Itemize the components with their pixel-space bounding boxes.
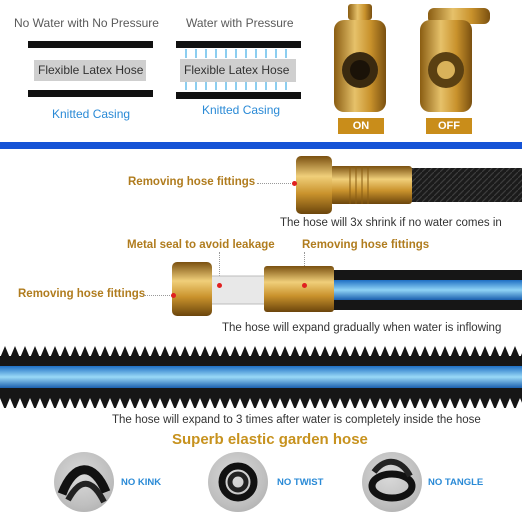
no-twist-label: NO TWIST <box>277 477 324 488</box>
no-tangle-label: NO TANGLE <box>428 477 484 488</box>
marker-dot-top <box>292 181 297 186</box>
no-twist-photo <box>208 452 268 512</box>
expand-full-caption: The hose will expand to 3 times after wa… <box>112 414 481 426</box>
latex-hose-band-pressure <box>180 59 296 82</box>
leader-line-seal <box>219 252 220 278</box>
on-badge: ON <box>338 118 384 134</box>
casing-bottom-bar <box>28 90 153 97</box>
shrink-caption: The hose will 3x shrink if no water come… <box>280 217 502 229</box>
headline: Superb elastic garden hose <box>172 431 368 448</box>
expanded-hose-image <box>0 346 522 408</box>
metal-seal-label: Metal seal to avoid leakage <box>127 239 275 251</box>
with-pressure-casing-label: Knitted Casing <box>202 103 281 117</box>
leader-line-left <box>144 295 172 296</box>
with-pressure-title: Water with Pressure <box>186 16 294 30</box>
casing-top-bar-pressure <box>176 41 301 48</box>
no-tangle-photo <box>362 452 422 512</box>
expand-caption: The hose will expand gradually when wate… <box>222 322 502 334</box>
casing-bottom-bar-pressure <box>176 92 301 99</box>
marker-dot-seal <box>217 283 222 288</box>
no-pressure-title: No Water with No Pressure <box>14 16 159 30</box>
removing-fittings-label-top: Removing hose fittings <box>128 176 256 188</box>
no-pressure-hose-label: Flexible Latex Hose <box>38 63 144 77</box>
no-kink-photo <box>54 452 114 512</box>
brass-valve-on-image <box>334 4 386 112</box>
removing-fittings-label-left: Removing hose fittings <box>18 288 146 300</box>
no-kink-label: NO KINK <box>121 477 162 488</box>
latex-hose-band <box>34 60 146 81</box>
no-pressure-casing-label: Knitted Casing <box>52 107 131 121</box>
marker-dot-right <box>302 283 307 288</box>
casing-top-bar <box>28 41 153 48</box>
shrunk-hose-image <box>296 156 522 214</box>
leader-line-top <box>257 183 293 184</box>
pressure-arrows <box>185 49 287 90</box>
with-pressure-hose-label: Flexible Latex Hose <box>184 63 290 77</box>
section-divider <box>0 142 522 149</box>
off-badge: OFF <box>426 118 472 134</box>
removing-fittings-label-right: Removing hose fittings <box>302 239 430 251</box>
expanding-hose-image <box>172 262 522 316</box>
brass-valve-off-image <box>420 8 490 112</box>
marker-dot-left <box>171 293 176 298</box>
